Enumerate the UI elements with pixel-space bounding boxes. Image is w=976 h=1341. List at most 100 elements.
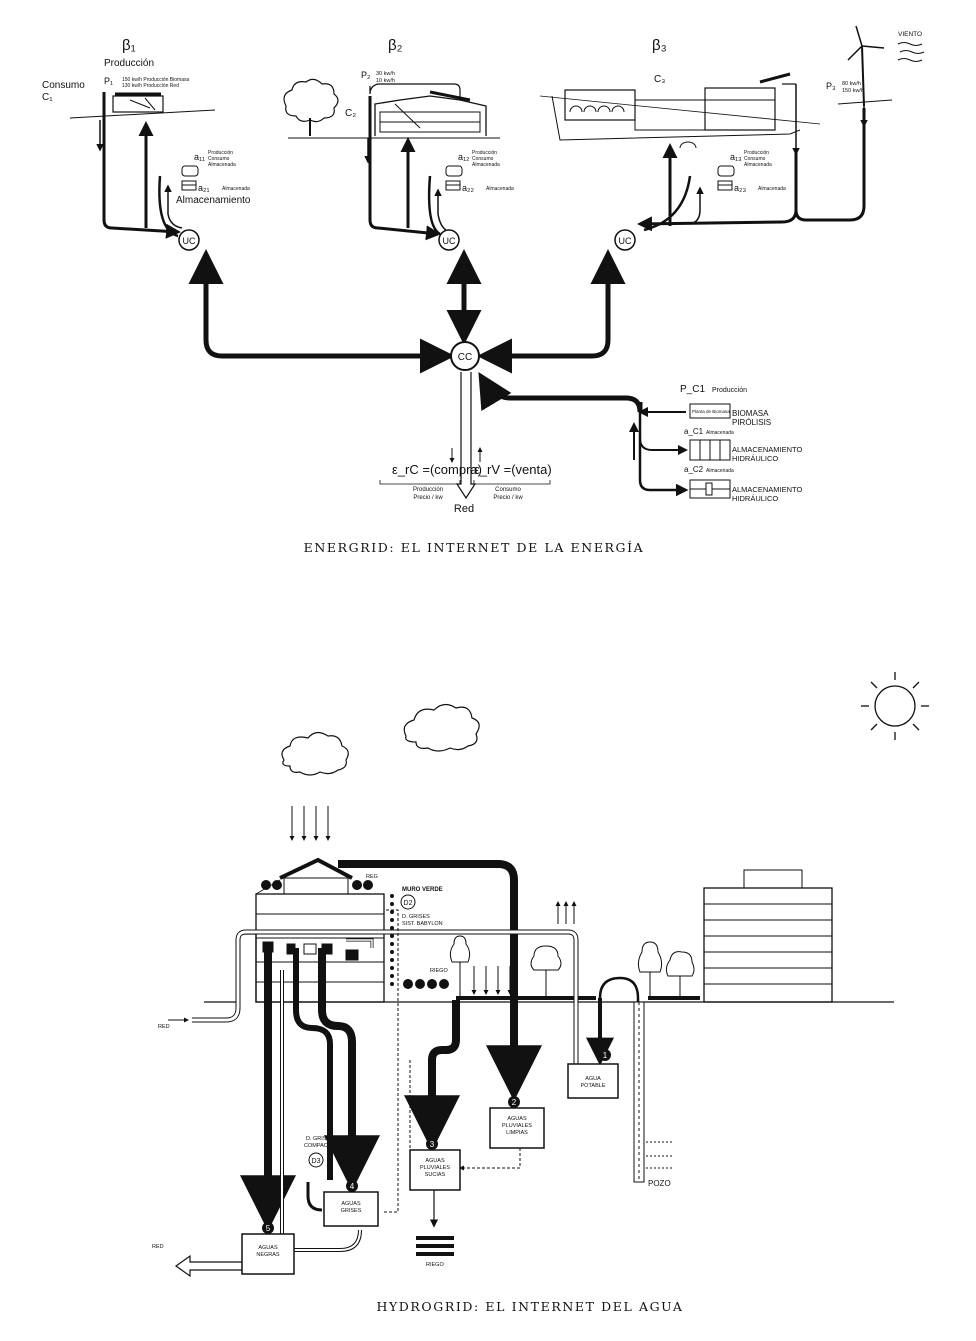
pc1-label: P_C1 (680, 384, 705, 395)
marker-3: 3 (430, 1140, 435, 1149)
storage-3: a₁₃ Producción Consumo Almacenada a₂₃ Al… (717, 150, 786, 193)
tank-aguas-negras: AGUAS NEGRAS (241, 1233, 295, 1275)
marker-5: 5 (266, 1224, 271, 1233)
cloud-icon (403, 703, 480, 752)
marker-1: 1 (603, 1051, 608, 1060)
tank-sucias-line3: SUCIAS (425, 1172, 446, 1178)
c2-label: C₂ (345, 108, 356, 119)
d2-label: D2 (404, 900, 413, 907)
storage-1: a₁₁ Producción Consumo Almacenada a₂₁ Al… (176, 150, 251, 206)
tank-sucias-line1: AGUAS (425, 1158, 445, 1164)
viento-label: VIENTO (898, 31, 922, 38)
tank-agua-potable: AGUA POTABLE (567, 1063, 619, 1099)
tank-grises-line1: AGUAS (341, 1201, 361, 1207)
office-building-icon (703, 869, 833, 1003)
shrub-icons (261, 880, 449, 989)
storage-2: a₁₂ Producción Consumo Almacenada a₂₂ Al… (445, 150, 514, 193)
alm-hidraulico-2-line1: ALMACENAMIENTO (732, 485, 802, 494)
p3-value-1: 80 kw/h (842, 81, 861, 87)
a11-label: a₁₁ (194, 152, 205, 162)
a11-produccion: Producción (208, 150, 233, 156)
red-arrow (455, 372, 477, 500)
beta1-label: β₁ (122, 37, 136, 54)
p1-value-2: 130 kw/h Producción Red (122, 83, 179, 89)
uc1-label: UC (183, 236, 196, 246)
hydrogrid-caption: HYDROGRID: EL INTERNET DEL AGUA (376, 1299, 683, 1314)
a12-produccion: Producción (472, 150, 497, 156)
hydrogrid: REG MURO VERDE D2 D. GRISES SIST. BABYLO… (152, 672, 929, 1314)
red-in-label: RED (158, 1024, 170, 1030)
a12-label: a₁₂ (458, 152, 470, 162)
p2-value-2: 10 kw/h (376, 78, 395, 84)
riego-label-top: RIEGO (430, 968, 448, 974)
a22-label: a₂₂ (462, 183, 474, 193)
a23-label: a₂₃ (734, 183, 746, 193)
c3-label: C₃ (654, 74, 665, 85)
a13-label: a₁₃ (730, 152, 742, 162)
ac1-label: a_C1 (684, 427, 704, 436)
fixture-icons (262, 941, 359, 961)
almacenamiento-label: Almacenamiento (176, 195, 251, 206)
tank-negras-line2: NEGRAS (256, 1252, 280, 1258)
a13-consumo: Consumo (744, 156, 766, 162)
p3-label: P₃ (826, 81, 836, 91)
cons-precio-1: Consumo (495, 487, 521, 493)
alm-hidraulico-1-line2: HIDRÁULICO (732, 454, 778, 463)
green-wall (390, 894, 394, 986)
cloud-icon-2 (281, 731, 349, 776)
building-2-icon (374, 90, 487, 136)
d-grises-label: D. GRISES (402, 914, 430, 920)
tank-pluviales-limpias: AGUAS PLUVIALES LIMPIAS (489, 1107, 545, 1149)
a13-almacenada: Almacenada (744, 162, 772, 168)
planta-biomasa-label: Planta de Biomasa (692, 409, 730, 414)
biomasa-label: BIOMASA (732, 409, 769, 418)
reg-label: REG (366, 874, 378, 880)
wind-turbine-icon (847, 25, 885, 107)
a21-label: a₂₁ (198, 183, 210, 193)
riego-label-bottom: RIEGO (426, 1262, 444, 1268)
a11-almacenada: Almacenada (208, 162, 236, 168)
sun-icon (861, 672, 929, 740)
p2-label: P₂ (361, 70, 371, 80)
tree-icons (449, 935, 695, 998)
node-beta2: β₂ P₂ 30 kw/h 10 kw/h C₂ (283, 37, 514, 251)
a22-almacenada: Almacenada (486, 186, 514, 192)
tank-pluviales-sucias: AGUAS PLUVIALES SUCIAS (409, 1149, 461, 1191)
p3-value-2: 150 kw/h (842, 88, 864, 94)
alm-hidraulico-2-line2: HIDRÁULICO (732, 494, 778, 503)
produccion-label: Producción (104, 58, 154, 69)
d-grises-compacto-1: D. GRISES (306, 1136, 334, 1142)
marker-2: 2 (512, 1098, 517, 1107)
marker-4: 4 (350, 1182, 355, 1191)
cc-label: CC (458, 352, 472, 363)
beta2-label: β₂ (388, 37, 403, 54)
pozo-label: POZO (648, 1179, 671, 1188)
d3-label: D3 (312, 1158, 321, 1165)
uc3-label: UC (619, 236, 632, 246)
d-grises-compacto-2: COMPACTO (304, 1143, 336, 1149)
a12-almacenada: Almacenada (472, 162, 500, 168)
energygrid: β₁ Producción Consumo C₁ P₁ 150 kw/h Pro… (42, 25, 925, 555)
a21-almacenada: Almacenada (222, 186, 250, 192)
pc1-produccion: Producción (712, 387, 747, 394)
muro-verde-label: MURO VERDE (402, 887, 443, 893)
hydraulic-storage-1: a_C1 Almacenada ALMACENAMIENTO HIDRÁULIC… (684, 427, 802, 463)
red-out-label: RED (152, 1244, 164, 1250)
p2-value-1: 30 kw/h (376, 71, 395, 77)
cons-precio-2: Precio / kw (493, 495, 523, 501)
ac1-almacenada: Almacenada (706, 430, 734, 436)
node-beta3: β₃ C₃ P₃ 80 kw/h 150 kw/h VIENTO (539, 25, 925, 251)
uc2-label: UC (443, 236, 456, 246)
ac2-label: a_C2 (684, 465, 704, 474)
ac2-almacenada: Almacenada (706, 468, 734, 474)
biomass-plant: P_C1 Producción Planta de Biomasa BIOMAS… (680, 384, 771, 427)
tank-limpias-line1: AGUAS (507, 1116, 527, 1122)
prod-precio-2: Precio / kw (413, 495, 443, 501)
prod-precio-1: Producción (413, 487, 443, 493)
tank-negras-line1: AGUAS (258, 1245, 278, 1251)
tree-icon (283, 78, 339, 136)
building-1-icon (69, 92, 216, 119)
tank-limpias-line3: LIMPIAS (506, 1130, 528, 1136)
green-building-icon (255, 857, 385, 1003)
consumo-label: Consumo (42, 80, 85, 91)
